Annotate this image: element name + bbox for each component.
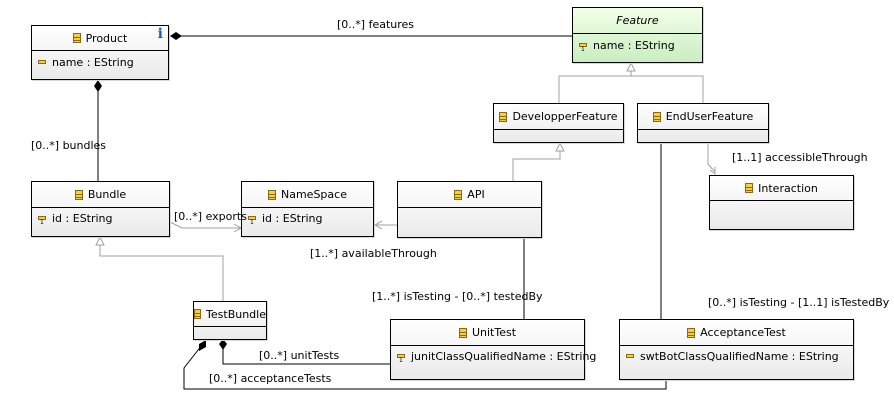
- class-acceptance-test-attribute: swtBotClassQualifiedName : EString: [626, 350, 839, 363]
- class-icon: [72, 33, 81, 43]
- class-acceptance-test-header: AcceptanceTest: [620, 320, 853, 346]
- acceptance-tests-composition-diamond: [199, 340, 206, 351]
- exports-link[interactable]: [169, 221, 241, 229]
- accessible-through-link[interactable]: [707, 142, 716, 173]
- class-feature-attribute: name : EString: [579, 39, 675, 53]
- class-interaction-header: Interaction: [710, 176, 853, 201]
- class-end-user-feature[interactable]: EndUserFeature: [637, 103, 769, 143]
- available-through-label: [1..*] availableThrough: [310, 247, 437, 260]
- features-label: [0..*] features: [337, 18, 415, 31]
- class-icon: [652, 111, 661, 122]
- class-api-name: API: [467, 188, 485, 201]
- class-developper-feature[interactable]: DevelopperFeature: [493, 103, 624, 143]
- api-generalization-arrow: [555, 141, 565, 152]
- class-feature[interactable]: Feature name : EString: [572, 7, 703, 63]
- id-attribute-icon: [397, 352, 406, 364]
- unit-tests-label: [0..*] unitTests: [259, 349, 340, 362]
- class-end-user-feature-header: EndUserFeature: [638, 104, 768, 130]
- class-product-attribute-text: name : EString: [52, 56, 134, 69]
- class-unit-test[interactable]: UnitTest junitClassQualifiedName : EStri…: [390, 319, 596, 380]
- id-attribute-icon: [248, 214, 257, 226]
- class-unit-test-name: UnitTest: [471, 326, 517, 339]
- id-attribute-icon: [38, 214, 47, 226]
- acceptance-tests-label: [0..*] acceptanceTests: [209, 372, 332, 385]
- class-acceptance-test-name: AcceptanceTest: [700, 326, 786, 339]
- acceptance-tests-link[interactable]: [183, 344, 667, 390]
- bundles-label: [0..*] bundles: [31, 139, 107, 152]
- unit-is-testing-label: [1..*] isTesting - [0..*] testedBy: [372, 290, 543, 303]
- class-icon: [458, 327, 467, 338]
- class-api[interactable]: API: [397, 181, 542, 238]
- class-namespace-attribute-text: id : EString: [262, 212, 323, 225]
- exports-label: [0..*] exports: [174, 210, 247, 223]
- testbundle-generalization-arrow: [95, 235, 105, 246]
- class-product-header: Product: [32, 26, 168, 51]
- attribute-icon: [626, 352, 635, 362]
- class-icon: [268, 189, 276, 200]
- class-bundle-name: Bundle: [87, 188, 127, 201]
- features-composition-diamond: [170, 32, 182, 40]
- class-unit-test-attribute-text: junitClassQualifiedName : EString: [411, 350, 597, 363]
- feature-generalization-link[interactable]: [558, 75, 704, 103]
- class-icon: [745, 183, 754, 193]
- class-acceptance-test-attribute-text: swtBotClassQualifiedName : EString: [640, 350, 839, 363]
- class-feature-name: Feature: [616, 14, 659, 27]
- class-namespace-name: NameSpace: [281, 188, 347, 201]
- class-icon: [74, 189, 83, 200]
- class-product[interactable]: Product i name : EString: [31, 25, 169, 80]
- class-feature-attribute-text: name : EString: [593, 39, 675, 52]
- class-namespace[interactable]: NameSpace id : EString: [241, 181, 374, 237]
- class-developper-feature-header: DevelopperFeature: [494, 104, 623, 130]
- class-developper-feature-name: DevelopperFeature: [512, 110, 618, 123]
- class-bundle-attribute: id : EString: [38, 212, 113, 226]
- class-unit-test-header: UnitTest: [391, 320, 584, 346]
- attribute-icon: [38, 58, 47, 68]
- class-feature-header: Feature: [573, 8, 702, 34]
- class-api-header: API: [398, 182, 541, 208]
- unit-tests-link[interactable]: [222, 348, 390, 365]
- class-interaction[interactable]: Interaction: [709, 175, 854, 230]
- class-icon: [687, 327, 696, 338]
- id-attribute-icon: [579, 41, 588, 53]
- class-product-attribute: name : EString: [38, 56, 134, 69]
- class-namespace-header: NameSpace: [242, 182, 373, 208]
- class-namespace-attribute: id : EString: [248, 212, 323, 226]
- class-interaction-name: Interaction: [758, 181, 818, 195]
- class-bundle[interactable]: Bundle id : EString: [31, 181, 170, 237]
- class-test-bundle[interactable]: TestBundle: [193, 301, 267, 340]
- class-icon: [454, 189, 463, 200]
- acceptance-is-testing-label: [0..*] isTesting - [1..1] isTestedBy: [708, 296, 890, 309]
- unit-tests-composition-diamond: [219, 339, 227, 350]
- class-test-bundle-name: TestBundle: [206, 307, 266, 321]
- class-unit-test-attribute: junitClassQualifiedName : EString: [397, 350, 597, 364]
- available-through-arrowhead: [373, 220, 383, 230]
- class-icon: [194, 309, 202, 319]
- feature-generalization-arrow: [626, 61, 636, 72]
- class-end-user-feature-name: EndUserFeature: [665, 110, 754, 123]
- class-bundle-header: Bundle: [32, 182, 169, 208]
- accessible-through-arrowhead: [709, 167, 716, 176]
- class-bundle-attribute-text: id : EString: [52, 212, 113, 225]
- testbundle-generalization-link[interactable]: [99, 238, 224, 301]
- class-icon: [499, 111, 508, 122]
- class-product-name: Product: [85, 31, 128, 45]
- bundles-composition-diamond: [94, 80, 102, 92]
- class-test-bundle-header: TestBundle: [194, 302, 266, 327]
- class-acceptance-test[interactable]: AcceptanceTest swtBotClassQualifiedName …: [619, 319, 854, 380]
- info-icon: i: [157, 26, 163, 42]
- api-generalization-link[interactable]: [512, 143, 561, 181]
- accessible-through-label: [1..1] accessibleThrough: [732, 151, 868, 164]
